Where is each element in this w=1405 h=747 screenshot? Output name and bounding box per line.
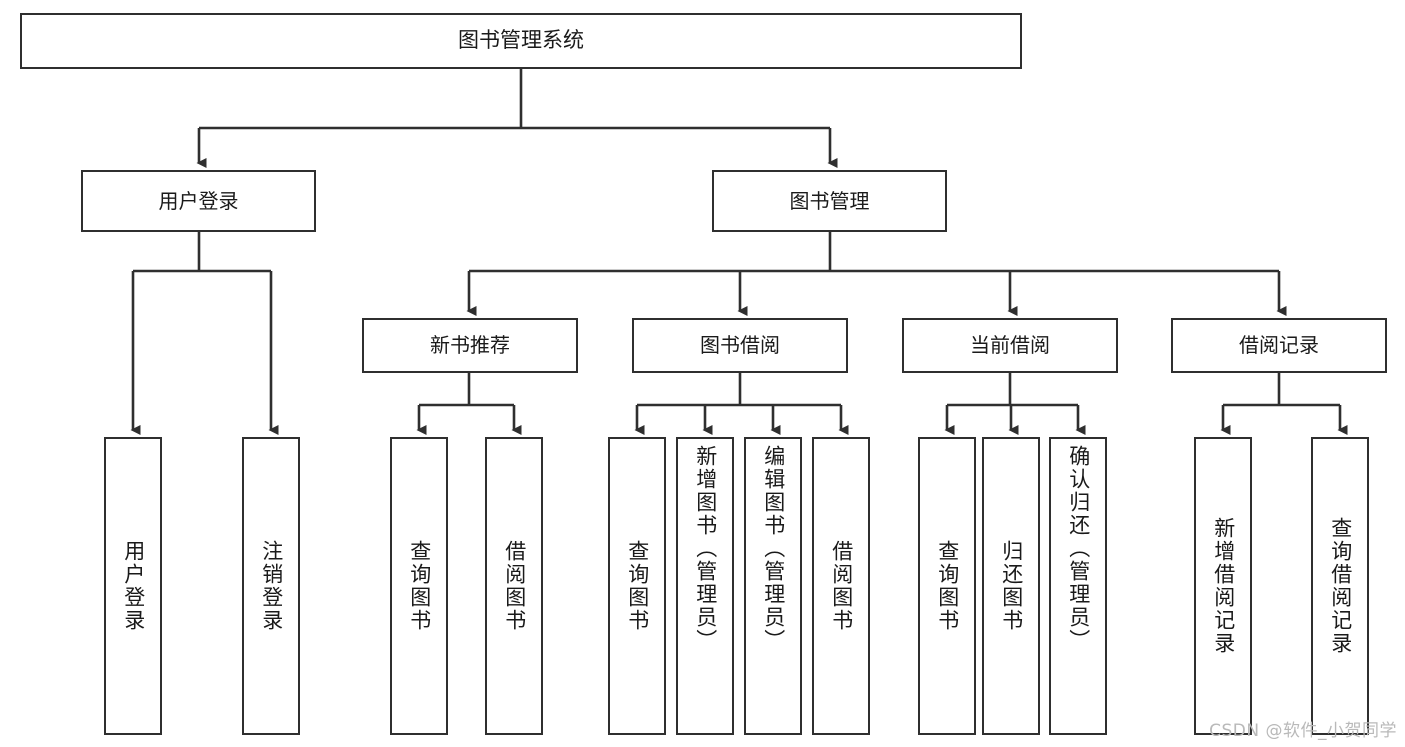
leaf-current-borrow-query[interactable]: 查询图书 <box>918 437 976 735</box>
leaf-new-book-query[interactable]: 查询图书 <box>390 437 448 735</box>
node-label: 查询图书 <box>625 540 650 632</box>
node-label: 查询图书 <box>407 540 432 632</box>
watermark: CSDN @软件_小贺同学 <box>1209 721 1397 741</box>
leaf-book-borrow-edit[interactable]: 编辑图书（管理员） <box>744 437 802 735</box>
leaf-text-wrap: 查询图书 <box>392 445 446 727</box>
leaf-book-borrow-add[interactable]: 新增图书（管理员） <box>676 437 734 735</box>
node-label: 当前借阅 <box>970 333 1050 358</box>
node-book-management[interactable]: 图书管理 <box>712 170 947 232</box>
leaf-borrow-record-add[interactable]: 新增借阅记录 <box>1194 437 1252 735</box>
leaf-text-wrap: 编辑图书（管理员） <box>746 445 800 727</box>
node-label: 新增图书（管理员） <box>693 445 718 652</box>
node-user-login[interactable]: 用户登录 <box>81 170 316 232</box>
node-label: 查询借阅记录 <box>1328 517 1353 655</box>
leaf-book-borrow-query[interactable]: 查询图书 <box>608 437 666 735</box>
node-label: 借阅图书 <box>829 540 854 632</box>
node-label: 编辑图书（管理员） <box>761 445 786 652</box>
leaf-borrow-record-query[interactable]: 查询借阅记录 <box>1311 437 1369 735</box>
node-borrow-record[interactable]: 借阅记录 <box>1171 318 1387 373</box>
node-label: 借阅记录 <box>1239 333 1319 358</box>
node-label: 借阅图书 <box>502 540 527 632</box>
leaf-text-wrap: 注销登录 <box>244 445 298 727</box>
node-label: 图书借阅 <box>700 333 780 358</box>
node-label: 查询图书 <box>935 540 960 632</box>
leaf-text-wrap: 用户登录 <box>106 445 160 727</box>
node-book-management-system[interactable]: 图书管理系统 <box>20 13 1022 69</box>
leaf-text-wrap: 新增图书（管理员） <box>678 445 732 727</box>
node-label: 用户登录 <box>121 540 146 632</box>
leaf-text-wrap: 借阅图书 <box>814 445 868 727</box>
node-label: 归还图书 <box>999 540 1024 632</box>
node-current-borrow[interactable]: 当前借阅 <box>902 318 1118 373</box>
leaf-current-borrow-confirm[interactable]: 确认归还（管理员） <box>1049 437 1107 735</box>
node-book-borrow[interactable]: 图书借阅 <box>632 318 848 373</box>
node-label: 注销登录 <box>259 540 284 632</box>
node-new-book-recommend[interactable]: 新书推荐 <box>362 318 578 373</box>
node-label: 确认归还（管理员） <box>1066 445 1091 652</box>
leaf-new-book-borrow[interactable]: 借阅图书 <box>485 437 543 735</box>
leaf-user-login-logout[interactable]: 注销登录 <box>242 437 300 735</box>
leaf-text-wrap: 查询图书 <box>610 445 664 727</box>
node-label: 图书管理系统 <box>458 28 584 53</box>
node-label: 用户登录 <box>158 188 239 213</box>
leaf-text-wrap: 归还图书 <box>984 445 1038 727</box>
leaf-current-borrow-return[interactable]: 归还图书 <box>982 437 1040 735</box>
node-label: 新增借阅记录 <box>1211 517 1236 655</box>
node-label: 图书管理 <box>789 188 870 213</box>
node-label: 新书推荐 <box>430 333 510 358</box>
leaf-text-wrap: 确认归还（管理员） <box>1051 445 1105 727</box>
leaf-text-wrap: 查询图书 <box>920 445 974 727</box>
leaf-user-login-signin[interactable]: 用户登录 <box>104 437 162 735</box>
leaf-book-borrow-borrow[interactable]: 借阅图书 <box>812 437 870 735</box>
leaf-text-wrap: 借阅图书 <box>487 445 541 727</box>
leaf-text-wrap: 新增借阅记录 <box>1196 445 1250 727</box>
leaf-text-wrap: 查询借阅记录 <box>1313 445 1367 727</box>
